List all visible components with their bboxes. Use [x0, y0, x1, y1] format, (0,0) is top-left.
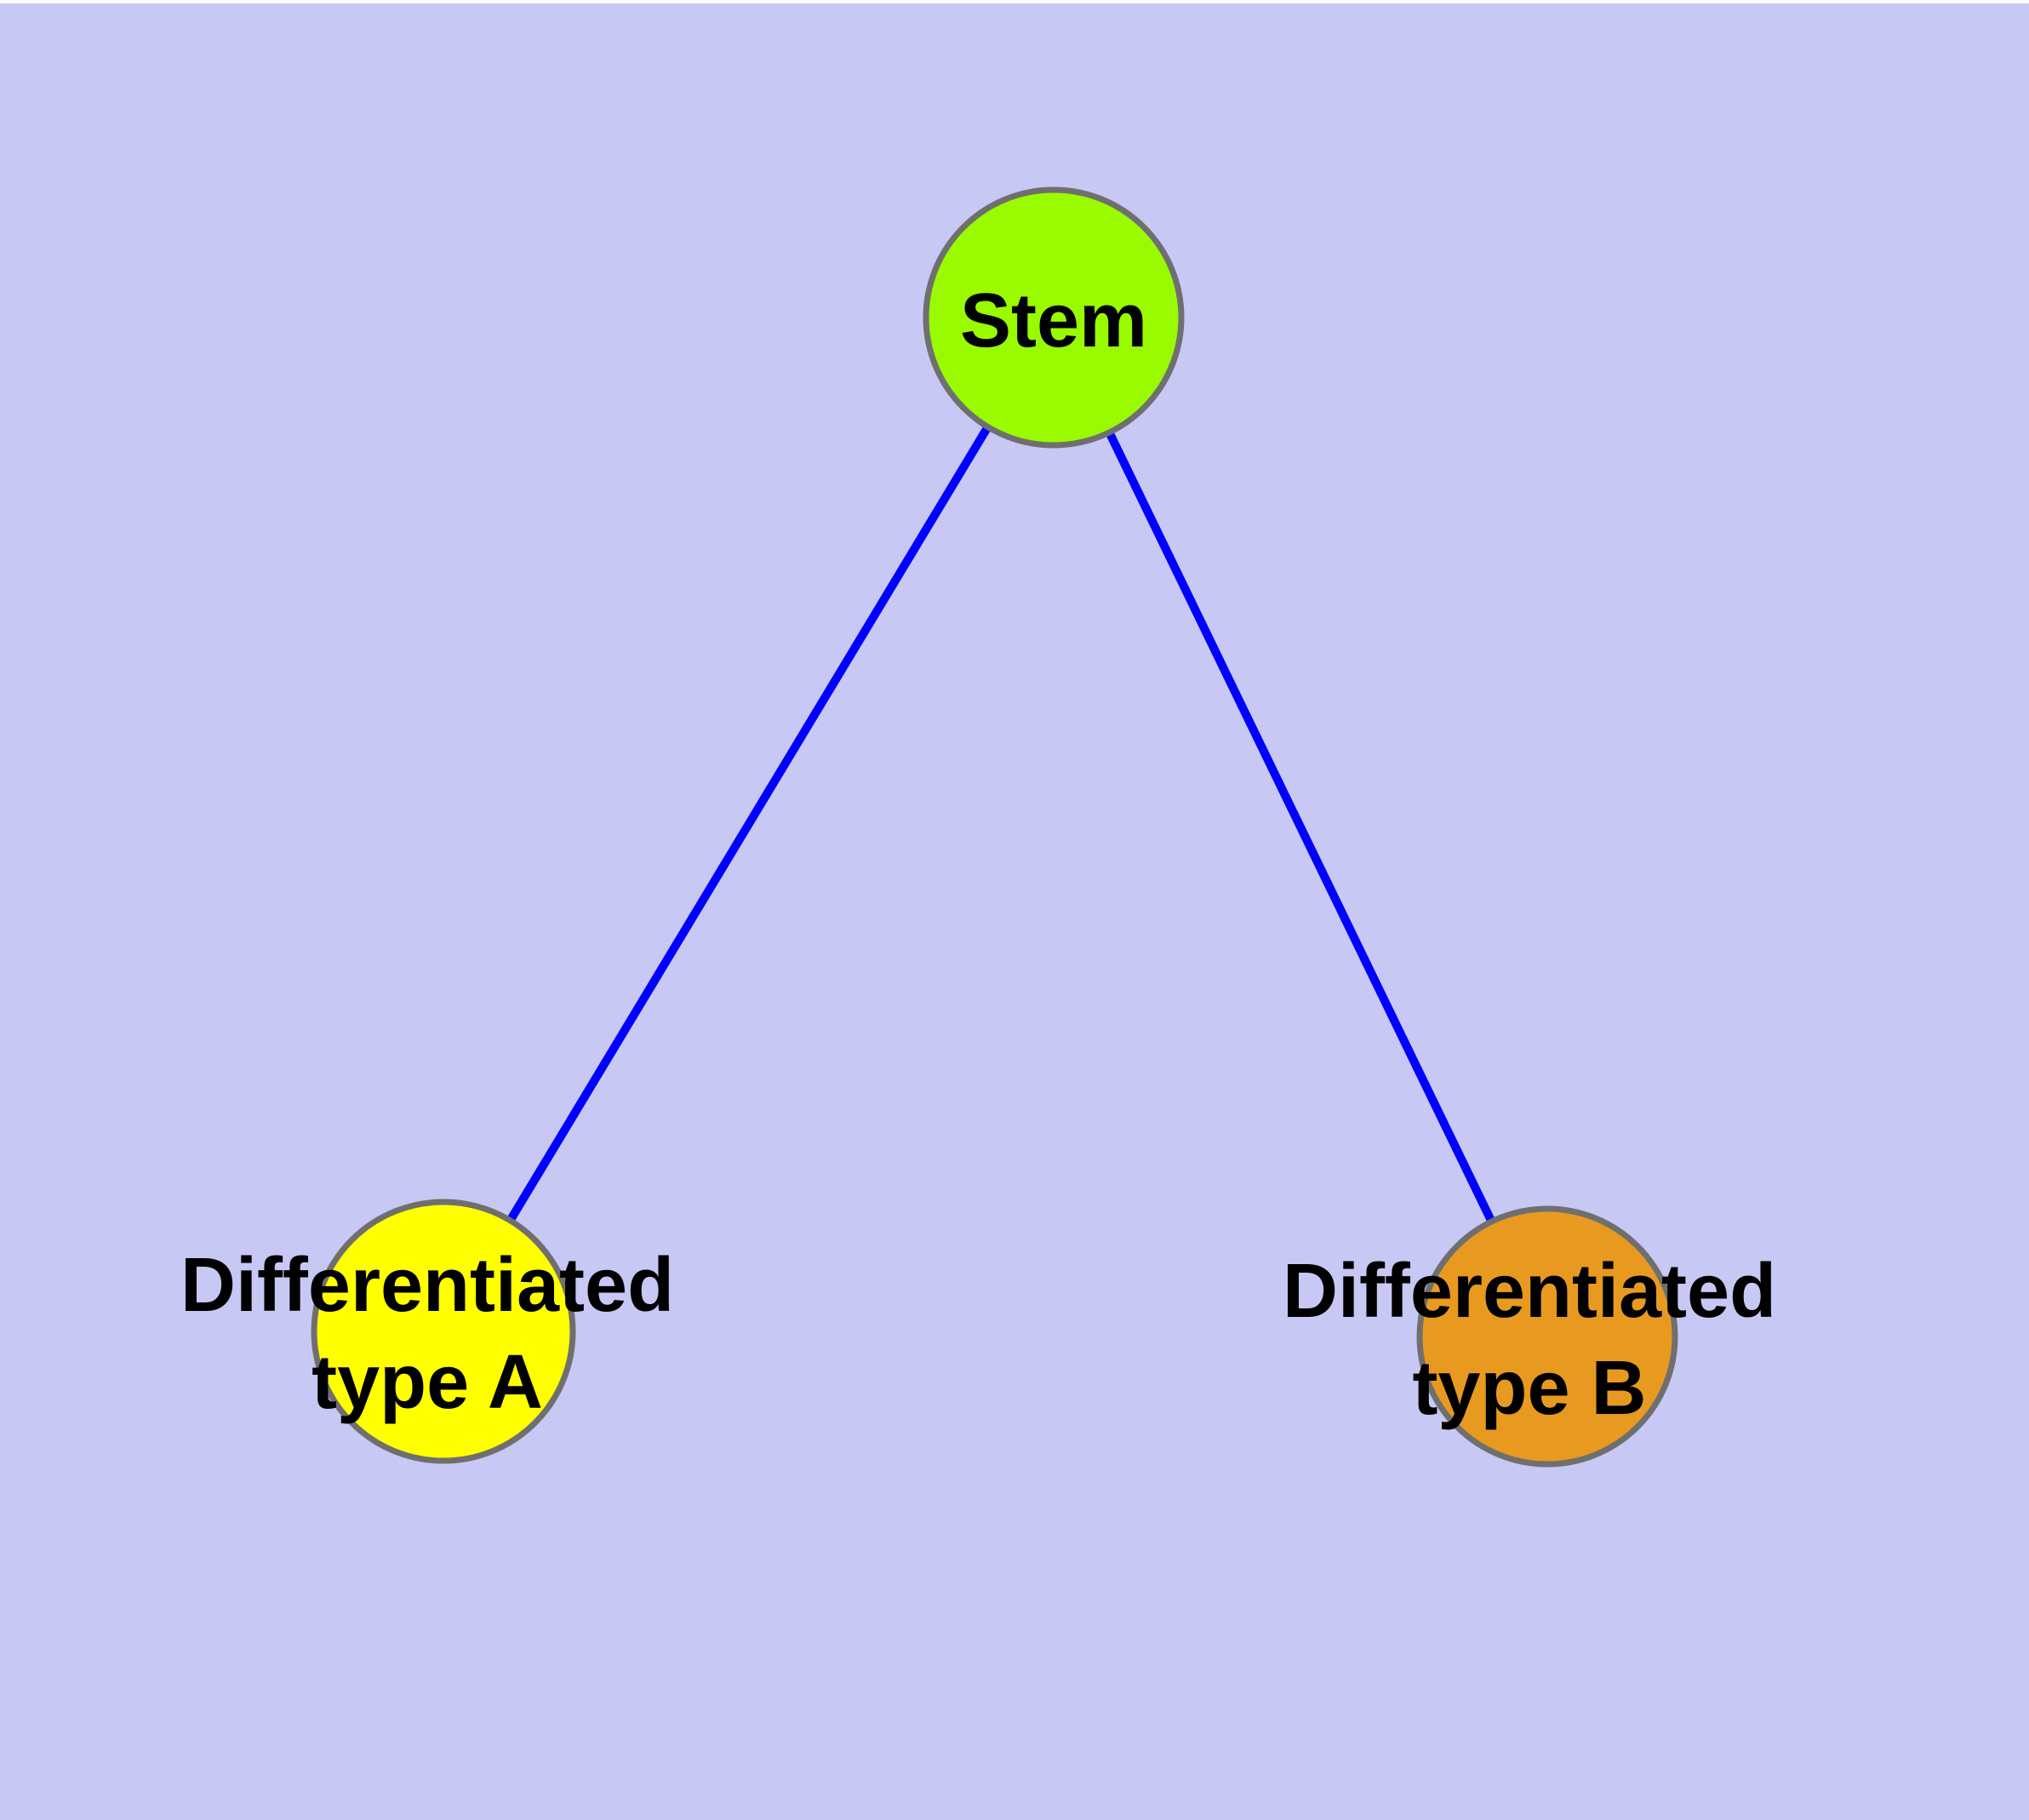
- top-margin: [0, 0, 2029, 3]
- edge-stem-to-type-b: [1049, 315, 1552, 1339]
- node-differentiated-type-b-label: Differentiated type B: [1282, 1249, 1777, 1431]
- node-differentiated-type-b-circle[interactable]: [1416, 1205, 1678, 1468]
- node-stem-label: Stem: [959, 278, 1148, 363]
- node-differentiated-type-a-label: Differentiated type A: [180, 1243, 675, 1425]
- node-differentiated-type-a-circle[interactable]: [311, 1199, 576, 1464]
- node-stem-circle[interactable]: [923, 186, 1185, 449]
- edge-stem-to-type-a: [439, 315, 1058, 1334]
